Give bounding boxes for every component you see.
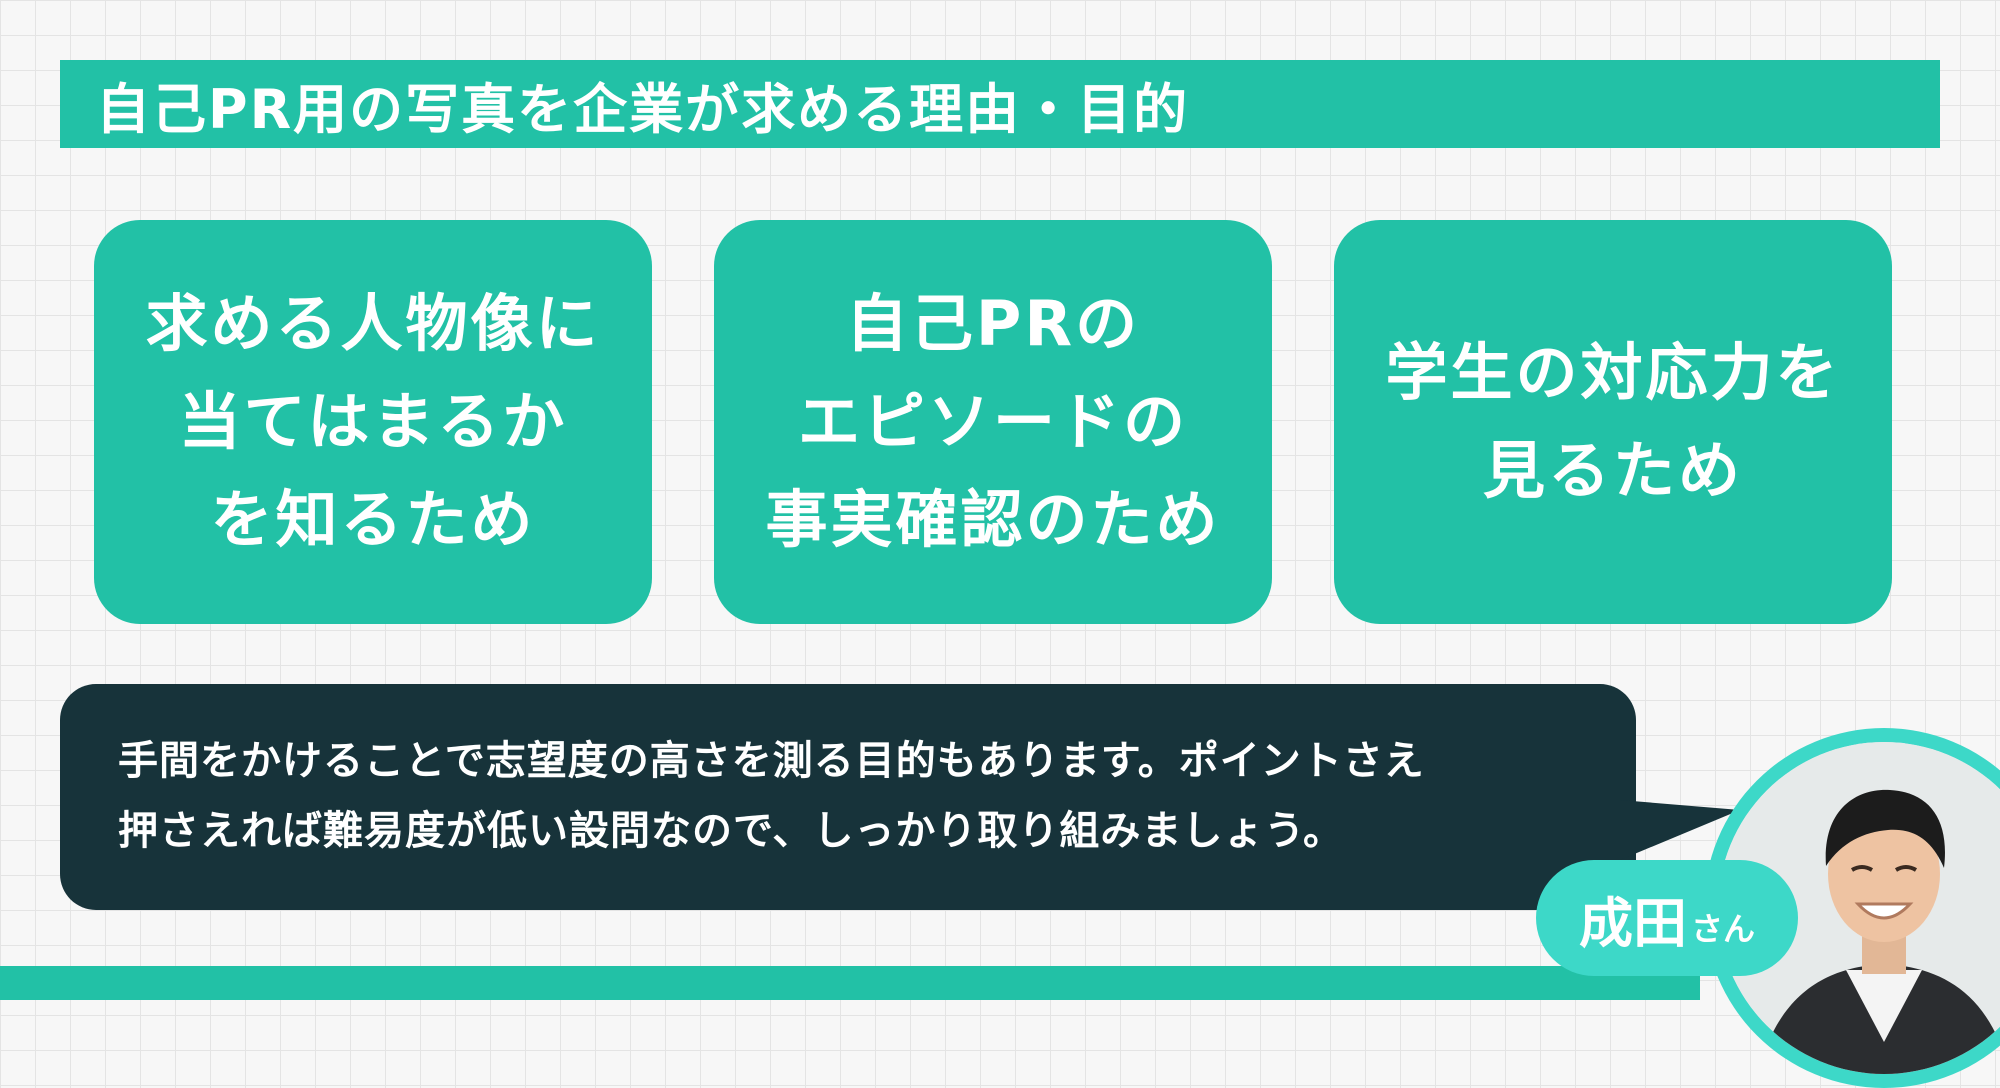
reason-card-1: 求める人物像に 当てはまるか を知るため (94, 220, 652, 624)
reason-card-3-text: 学生の対応力を 見るため (1385, 336, 1841, 507)
speech-bubble-tail (1620, 800, 1740, 860)
reason-card-2-text: 自己PRの エピソードの 事実確認のため (765, 287, 1221, 556)
reason-card-2: 自己PRの エピソードの 事実確認のため (714, 220, 1272, 624)
reason-card-1-text: 求める人物像に 当てはまるか を知るため (145, 287, 601, 556)
speech-bubble: 手間をかけることで志望度の高さを測る目的もあります。ポイントさえ 押さえれば難易… (60, 684, 1636, 910)
page-title: 自己PR用の写真を企業が求める理由・目的 (96, 77, 1190, 141)
reason-card-3: 学生の対応力を 見るため (1334, 220, 1892, 624)
advisor-comment: 手間をかけることで志望度の高さを測る目的もあります。ポイントさえ 押さえれば難易… (118, 738, 1425, 854)
speaker-honorific: さん (1690, 910, 1755, 948)
speaker-name: 成田 (1578, 891, 1687, 955)
speaker-name-badge: 成田 さん (1536, 860, 1798, 976)
bottom-accent-strip (0, 966, 1700, 1000)
title-banner: 自己PR用の写真を企業が求める理由・目的 (60, 60, 1940, 148)
